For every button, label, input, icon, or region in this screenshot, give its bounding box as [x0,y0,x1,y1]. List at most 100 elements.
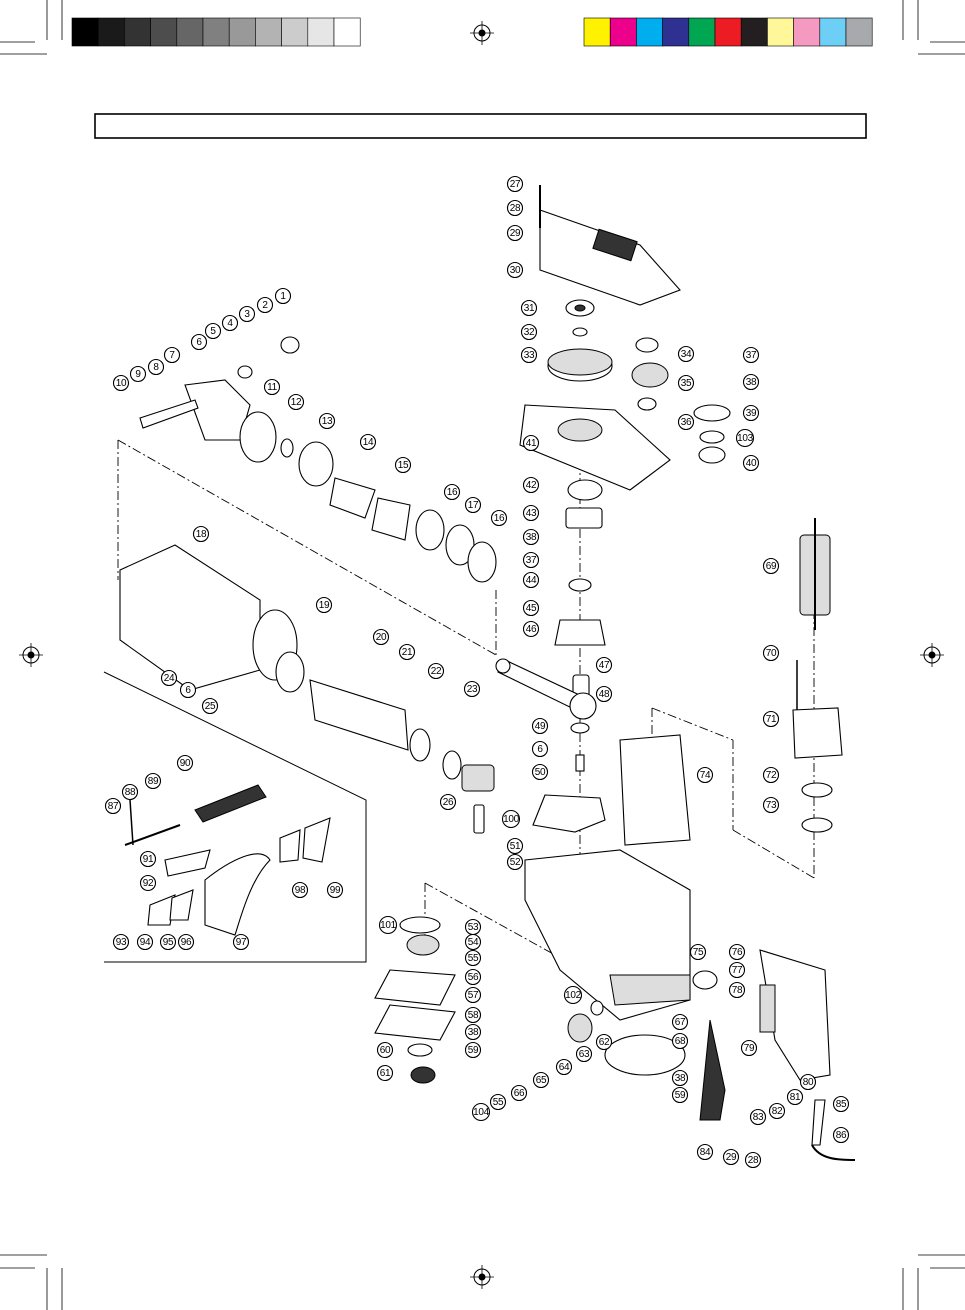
callout-28: 28 [506,199,524,217]
callout-57: 57 [464,986,482,1004]
registration-mark-top [470,21,494,45]
callout-number: 90 [180,758,191,769]
callout-number: 39 [746,408,757,419]
callout-number: 41 [526,438,537,449]
callout-number: 64 [559,1062,570,1073]
callout-number: 77 [732,965,743,976]
callout-number: 71 [766,714,777,725]
callout-86: 86 [832,1126,850,1144]
callout-41: 41 [522,434,540,452]
callout-71: 71 [762,710,780,728]
registration-mark-left [19,643,43,667]
callout-number: 85 [836,1099,847,1110]
callout-74: 74 [696,766,714,784]
callout-number: 100 [503,814,520,825]
callout-number: 20 [376,632,387,643]
callout-number: 70 [766,648,777,659]
color-swatch [819,17,847,47]
callout-37: 37 [742,346,760,364]
callout-9: 9 [129,365,147,383]
callout-number: 56 [468,972,479,983]
callout-2: 2 [256,296,274,314]
color-swatch [202,17,230,47]
callout-number: 23 [467,684,478,695]
callout-4: 4 [221,314,239,332]
callout-number: 44 [526,575,537,586]
callout-64: 64 [555,1058,573,1076]
callout-40: 40 [742,454,760,472]
callout-67: 67 [671,1013,689,1031]
callout-number: 17 [468,500,479,511]
callout-number: 34 [681,349,692,360]
part-drawings [119,185,856,1161]
callout-11: 11 [263,378,281,396]
callout-45: 45 [522,599,540,617]
callout-number: 92 [143,878,154,889]
callout-number: 104 [473,1107,490,1118]
callout-number: 55 [493,1097,504,1108]
callout-55: 55 [489,1093,507,1111]
callout-number: 30 [510,265,521,276]
callout-number: 58 [468,1010,479,1021]
callout-83: 83 [749,1108,767,1126]
callout-22: 22 [427,662,445,680]
callout-number: 87 [108,801,119,812]
callout-101: 101 [378,915,398,935]
callout-number: 47 [599,660,610,671]
callout-85: 85 [832,1095,850,1113]
callout-23: 23 [463,680,481,698]
callout-103: 103 [735,428,755,448]
callout-number: 45 [526,603,537,614]
callout-number: 21 [402,647,413,658]
callout-91: 91 [139,850,157,868]
callout-66: 66 [510,1084,528,1102]
callout-79: 79 [740,1039,758,1057]
callout-7: 7 [163,346,181,364]
callout-5: 5 [204,322,222,340]
callout-84: 84 [696,1143,714,1161]
callout-92: 92 [139,874,157,892]
callout-number: 18 [196,529,207,540]
callout-16: 16 [443,483,461,501]
callout-87: 87 [104,797,122,815]
callout-65: 65 [532,1071,550,1089]
callout-number: 1 [280,291,286,302]
callout-number: 57 [468,990,479,1001]
callout-number: 97 [236,937,247,948]
callout-39: 39 [742,404,760,422]
callout-34: 34 [677,345,695,363]
callout-number: 78 [732,985,743,996]
callout-number: 43 [526,508,537,519]
callout-number: 14 [363,437,374,448]
callout-number: 16 [494,513,505,524]
callout-99: 99 [326,881,344,899]
callout-number: 37 [526,555,537,566]
grayscale-color-bar [71,17,361,47]
callout-61: 61 [376,1064,394,1082]
callout-number: 9 [135,369,141,380]
callout-number: 3 [244,309,250,320]
color-swatch [176,17,204,47]
callout-33: 33 [520,346,538,364]
callout-19: 19 [315,596,333,614]
accessory-inset-frame [103,671,367,963]
callout-89: 89 [144,772,162,790]
color-swatch [71,17,99,47]
callout-number: 49 [535,721,546,732]
color-swatch [281,17,309,47]
callout-number: 28 [510,203,521,214]
callout-number: 52 [510,857,521,868]
callout-25: 25 [201,697,219,715]
color-swatch [609,17,637,47]
callout-number: 61 [380,1068,391,1079]
callout-number: 29 [726,1152,737,1163]
callout-32: 32 [520,323,538,341]
callout-number: 60 [380,1045,391,1056]
callout-number: 76 [732,947,743,958]
callout-59: 59 [671,1086,689,1104]
color-swatch [255,17,282,47]
callout-77: 77 [728,961,746,979]
callout-80: 80 [799,1073,817,1091]
